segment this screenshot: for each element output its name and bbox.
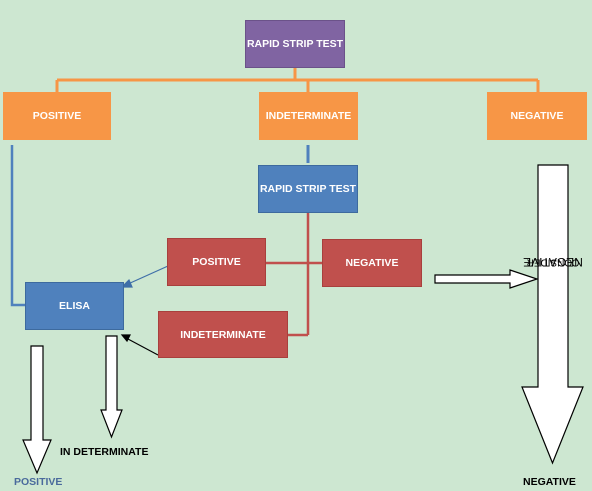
positive-to-elisa-line [10, 145, 25, 307]
consider-negative-arrow [521, 164, 584, 465]
positive-box: POSITIVE [3, 92, 111, 140]
indeterminate-to-elisa-arrow [120, 334, 159, 356]
indeterminate-down-arrow [100, 335, 123, 439]
indeterminate-outcome-label: IN DETERMINATE [60, 446, 149, 458]
negative-right-arrow [434, 269, 539, 289]
indeterminate-box: INDETERMINATE [259, 92, 358, 140]
small-arrows [120, 265, 169, 288]
second-positive-box: POSITIVE [167, 238, 266, 286]
second-indeterminate-box: INDETERMINATE [158, 311, 288, 358]
positive-outcome-label: POSITIVE [14, 476, 63, 488]
negative-outcome-label: NEGATIVE [523, 476, 576, 488]
consider-word-text: NEGATIVE [523, 255, 583, 269]
orange-bracket [55, 67, 540, 92]
red-connectors [266, 213, 322, 337]
elisa-box: ELISA [25, 282, 124, 330]
positive-down-arrow [22, 345, 52, 475]
block-arrows [22, 164, 584, 475]
second-negative-box: NEGATIVE [322, 239, 422, 287]
rapid-strip-test-box: RAPID STRIP TEST [245, 20, 345, 68]
negative-box: NEGATIVE [487, 92, 587, 140]
second-rapid-strip-test-box: RAPID STRIP TEST [258, 165, 358, 213]
